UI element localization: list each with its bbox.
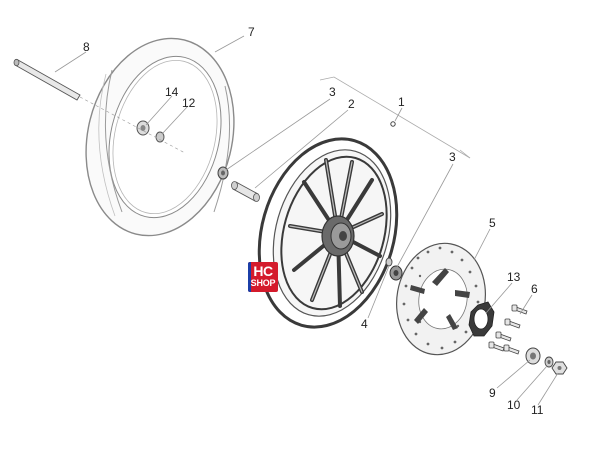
spacer-12 [155,131,165,143]
callout-10: 10 [507,398,521,412]
callout-13: 13 [507,270,521,284]
spacer-2 [231,181,260,202]
callout-5: 5 [489,216,496,230]
washer-10 [544,356,554,368]
callout-6: 6 [531,282,538,296]
callout-2: 2 [348,97,355,111]
valve [390,121,396,127]
hc-shop-logo: HC SHOP [248,262,278,292]
callouts: 1 2 3 3 4 5 6 7 8 9 10 11 12 13 14 [83,25,544,417]
nut-11 [551,361,568,375]
callout-11: 11 [531,403,544,417]
assembly-bracket [319,76,471,159]
oil-seal-left [217,166,229,180]
bearing-4 [385,257,393,267]
logo-line-1: HC [253,263,273,279]
leader-lines [54,35,559,406]
callout-8: 8 [83,40,90,54]
brake-disc [395,242,487,356]
logo-line-2: SHOP [250,278,276,288]
axle [13,58,186,154]
callout-3-left: 3 [329,85,336,99]
spacer-9 [525,347,541,365]
oil-seal-right [389,265,403,281]
callout-4: 4 [361,317,368,331]
callout-14: 14 [165,85,179,99]
rim [257,137,399,329]
logo-flag-stripe [248,262,251,292]
callout-9: 9 [489,386,496,400]
callout-12: 12 [182,96,196,110]
callout-3-right: 3 [449,150,456,164]
screws [488,304,528,355]
callout-7: 7 [248,25,255,39]
callout-1: 1 [398,95,405,109]
